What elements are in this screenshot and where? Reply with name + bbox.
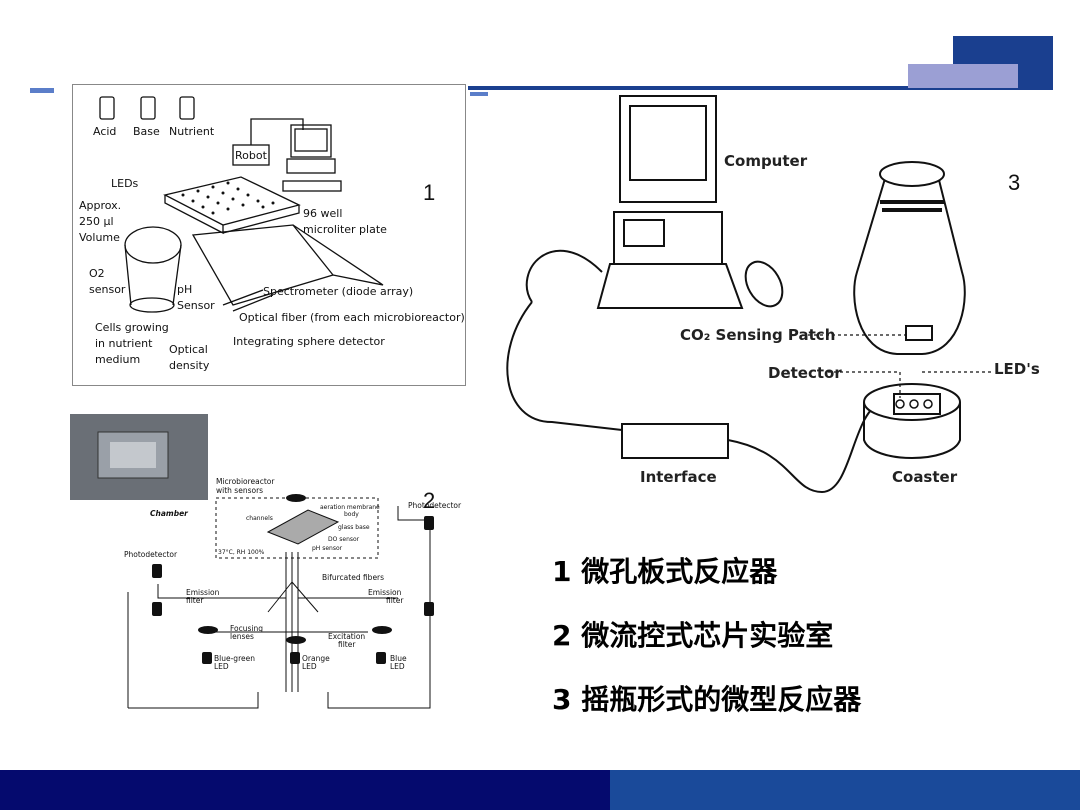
label-aeration-a: aeration membrane: [320, 504, 380, 511]
label-blue-a: Blue: [390, 654, 407, 663]
mouse-icon: [744, 260, 784, 308]
label-acid: Acid: [93, 125, 116, 138]
footer-bar-left: [0, 770, 610, 810]
figure-number-3: 3: [1008, 170, 1021, 195]
label-ph: pH: [177, 283, 192, 296]
led-1-icon: [895, 399, 905, 409]
label-integrating-sphere: Integrating sphere detector: [233, 335, 385, 348]
label-focusing-a: Focusing: [230, 624, 263, 633]
label-robot: Robot: [235, 149, 268, 162]
emission-left-detector: [152, 602, 162, 616]
interface-box: [621, 423, 729, 459]
label-photodetector-left: Photodetector: [124, 550, 178, 559]
label-cells-a: Cells growing: [95, 321, 169, 334]
label-emission-right-b: filter: [386, 596, 404, 605]
focusing-lens-left: [198, 626, 218, 634]
label-spectrometer: Spectrometer (diode array): [263, 285, 413, 298]
label-base: Base: [133, 125, 160, 138]
computer-icon: [290, 124, 332, 158]
label-leds: LED's: [994, 360, 1040, 378]
figure-microfluidic-chip: Chamber Microbioreactor with sensors Pho…: [68, 412, 468, 718]
keyboard-icon: [282, 180, 342, 192]
label-chamber: Chamber: [150, 509, 189, 518]
label-ph-sensor: pH sensor: [312, 545, 343, 552]
top-lens: [286, 494, 306, 502]
figure-number-1: 1: [423, 180, 436, 205]
label-computer: Computer: [724, 152, 808, 170]
computer-case: [613, 211, 723, 265]
label-orange-b: LED: [302, 662, 317, 671]
label-orange-a: Orange: [302, 654, 330, 663]
led-3-icon: [923, 399, 933, 409]
caption-2: 2 微流控式芯片实验室: [552, 619, 834, 652]
blue-led-icon: [376, 652, 386, 664]
figure-number-2: 2: [423, 488, 436, 513]
label-cells-b: in nutrient: [95, 337, 153, 350]
label-o2: O2: [89, 267, 105, 280]
photodetector-left-icon: [152, 564, 162, 578]
header-block-light: [908, 64, 1018, 88]
label-interface: Interface: [640, 468, 717, 486]
footer-bar-right: [610, 770, 1080, 810]
header-accent-mid: [470, 92, 488, 96]
label-nutrient: Nutrient: [169, 125, 215, 138]
nutrient-bottle-icon: [179, 96, 195, 120]
focusing-lens-right: [372, 626, 392, 634]
photodetector-top-icon: [424, 516, 434, 530]
label-channels: channels: [246, 515, 273, 522]
label-temperature: 37°C, RH 100%: [218, 549, 265, 556]
figure-microplate-reactor: Acid Base Nutrient Robot LEDs Approx. 25…: [72, 84, 466, 386]
label-glass-base: glass base: [338, 524, 370, 531]
shake-flask-diagram: Computer CO₂ Sensing Patch Detector LED'…: [506, 95, 1040, 494]
label-bifurcated-fibers: Bifurcated fibers: [322, 573, 384, 582]
label-emission-left-b: filter: [186, 596, 204, 605]
label-blue-b: LED: [390, 662, 405, 671]
base-bottle-icon: [140, 96, 156, 120]
microfluidic-diagram: Chamber Microbioreactor with sensors Pho…: [70, 414, 462, 709]
co2-patch: [905, 325, 933, 341]
label-emission-right-a: Emission: [368, 588, 402, 597]
label-photodetector-top: Photodetector: [408, 501, 462, 510]
label-do-sensor: DO sensor: [328, 536, 360, 543]
label-leds: LEDs: [111, 177, 139, 190]
led-2-icon: [909, 399, 919, 409]
label-optical-b: density: [169, 359, 210, 372]
acid-bottle-icon: [99, 96, 115, 120]
flask-icon: [853, 171, 966, 355]
monitor-icon: [619, 95, 717, 203]
caption-3: 3 摇瓶形式的微型反应器: [552, 683, 862, 716]
label-optical-fiber: Optical fiber (from each microbioreactor…: [239, 311, 465, 324]
label-microbioreactor-a: Microbioreactor: [216, 477, 275, 486]
label-volume: Volume: [79, 231, 120, 244]
emission-right-detector: [424, 602, 434, 616]
label-aeration-b: body: [344, 511, 359, 518]
focusing-lens-mid: [286, 636, 306, 644]
label-co2-patch: CO₂ Sensing Patch: [680, 326, 835, 344]
label-focusing-b: lenses: [230, 632, 254, 641]
label-o2-sensor: sensor: [89, 283, 126, 296]
label-volume-amount: 250 μl: [79, 215, 114, 228]
caption-1: 1 微孔板式反应器: [552, 555, 778, 588]
label-detector: Detector: [768, 364, 842, 382]
label-blue-green-a: Blue-green: [214, 654, 255, 663]
label-emission-left-a: Emission: [186, 588, 220, 597]
label-excitation-b: filter: [338, 640, 356, 649]
header-accent-left: [30, 88, 54, 93]
label-excitation-a: Excitation: [328, 632, 365, 641]
label-plate-a: 96 well: [303, 207, 342, 220]
label-coaster: Coaster: [892, 468, 958, 486]
label-optical-a: Optical: [169, 343, 208, 356]
microplate-diagram: Acid Base Nutrient Robot LEDs Approx. 25…: [79, 96, 465, 372]
keyboard-icon: [596, 263, 744, 309]
label-ph-sensor: Sensor: [177, 299, 215, 312]
figure-shake-flask: Computer CO₂ Sensing Patch Detector LED'…: [492, 92, 1054, 512]
label-approx: Approx.: [79, 199, 121, 212]
label-plate-b: microliter plate: [303, 223, 387, 236]
header-rule: [468, 86, 1053, 90]
label-microbioreactor-b: with sensors: [216, 486, 263, 495]
blue-green-led-icon: [202, 652, 212, 664]
label-blue-green-b: LED: [214, 662, 229, 671]
label-cells-c: medium: [95, 353, 140, 366]
orange-led-icon: [290, 652, 300, 664]
